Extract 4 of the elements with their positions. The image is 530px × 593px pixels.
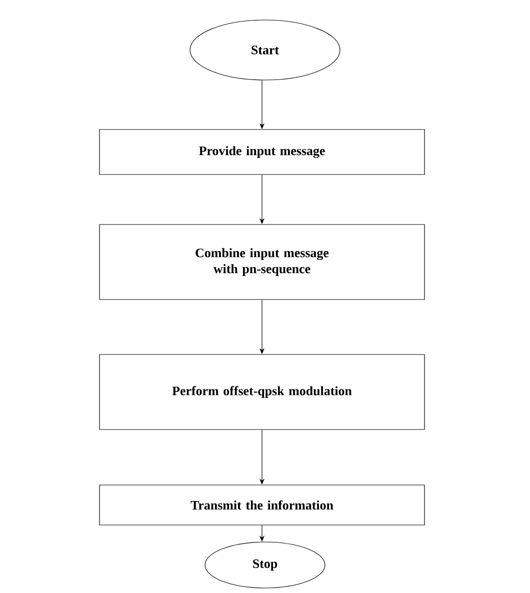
process-box: Provide input message: [99, 129, 425, 175]
process-box: Combine input message with pn-sequence: [99, 224, 425, 300]
process-box: Perform offset-qpsk modulation: [99, 354, 425, 430]
process-box: Transmit the information: [99, 484, 425, 526]
